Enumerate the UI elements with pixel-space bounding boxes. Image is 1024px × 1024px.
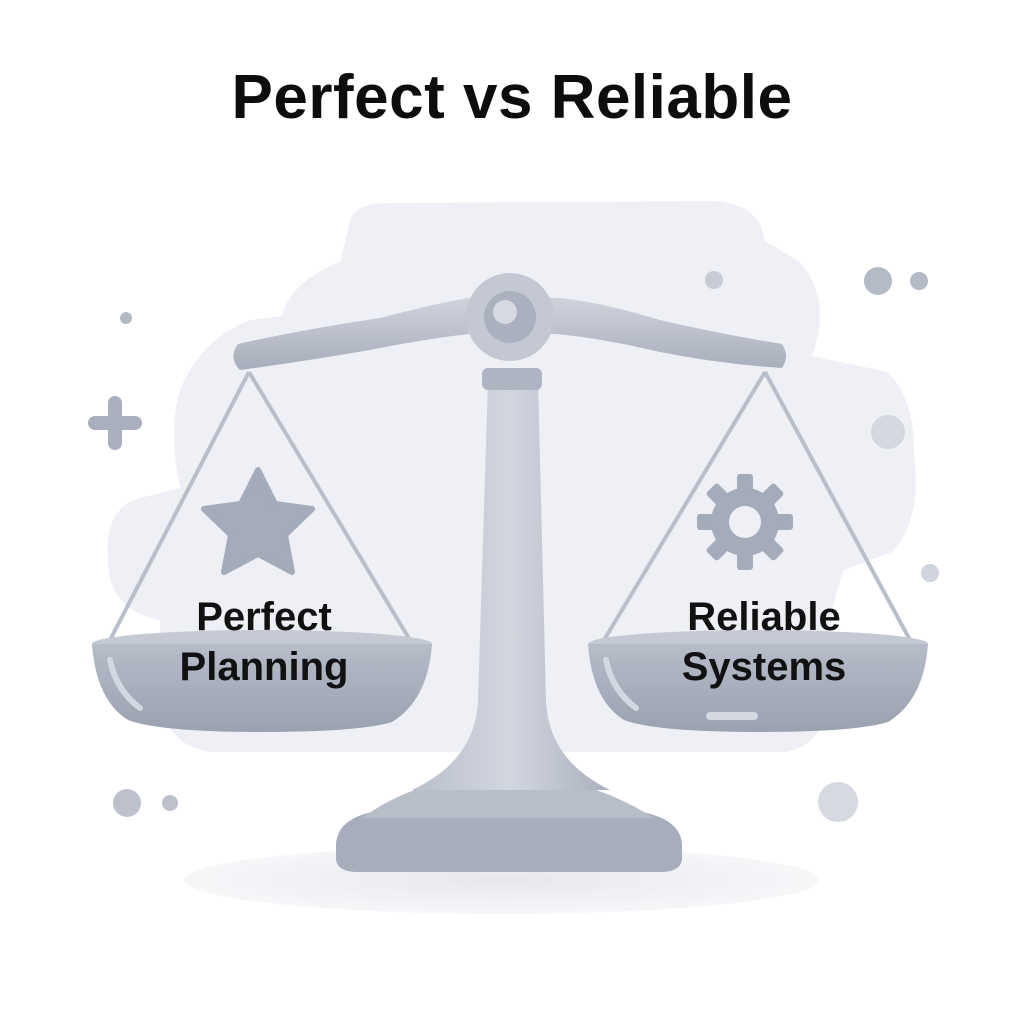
right-pan <box>588 630 928 732</box>
left-pan-label: Perfect Planning <box>134 592 394 692</box>
gear-icon <box>697 474 793 570</box>
scale-base <box>336 778 682 872</box>
right-pan-label: Reliable Systems <box>634 592 894 692</box>
left-pan-label-line2: Planning <box>179 645 349 689</box>
right-pan-label-line1: Reliable <box>687 595 841 639</box>
decorative-dots <box>113 267 939 822</box>
page-title: Perfect vs Reliable <box>231 63 793 132</box>
right-pan-label-line2: Systems <box>681 645 847 689</box>
right-pan-strings <box>602 370 912 642</box>
scale-post <box>412 368 610 790</box>
star-icon <box>201 467 315 575</box>
left-pan-label-line1: Perfect <box>196 595 332 639</box>
decorative-plus-icon <box>88 396 142 450</box>
left-pan-strings <box>108 370 412 642</box>
scale-beam <box>233 273 787 370</box>
left-pan <box>92 630 432 732</box>
